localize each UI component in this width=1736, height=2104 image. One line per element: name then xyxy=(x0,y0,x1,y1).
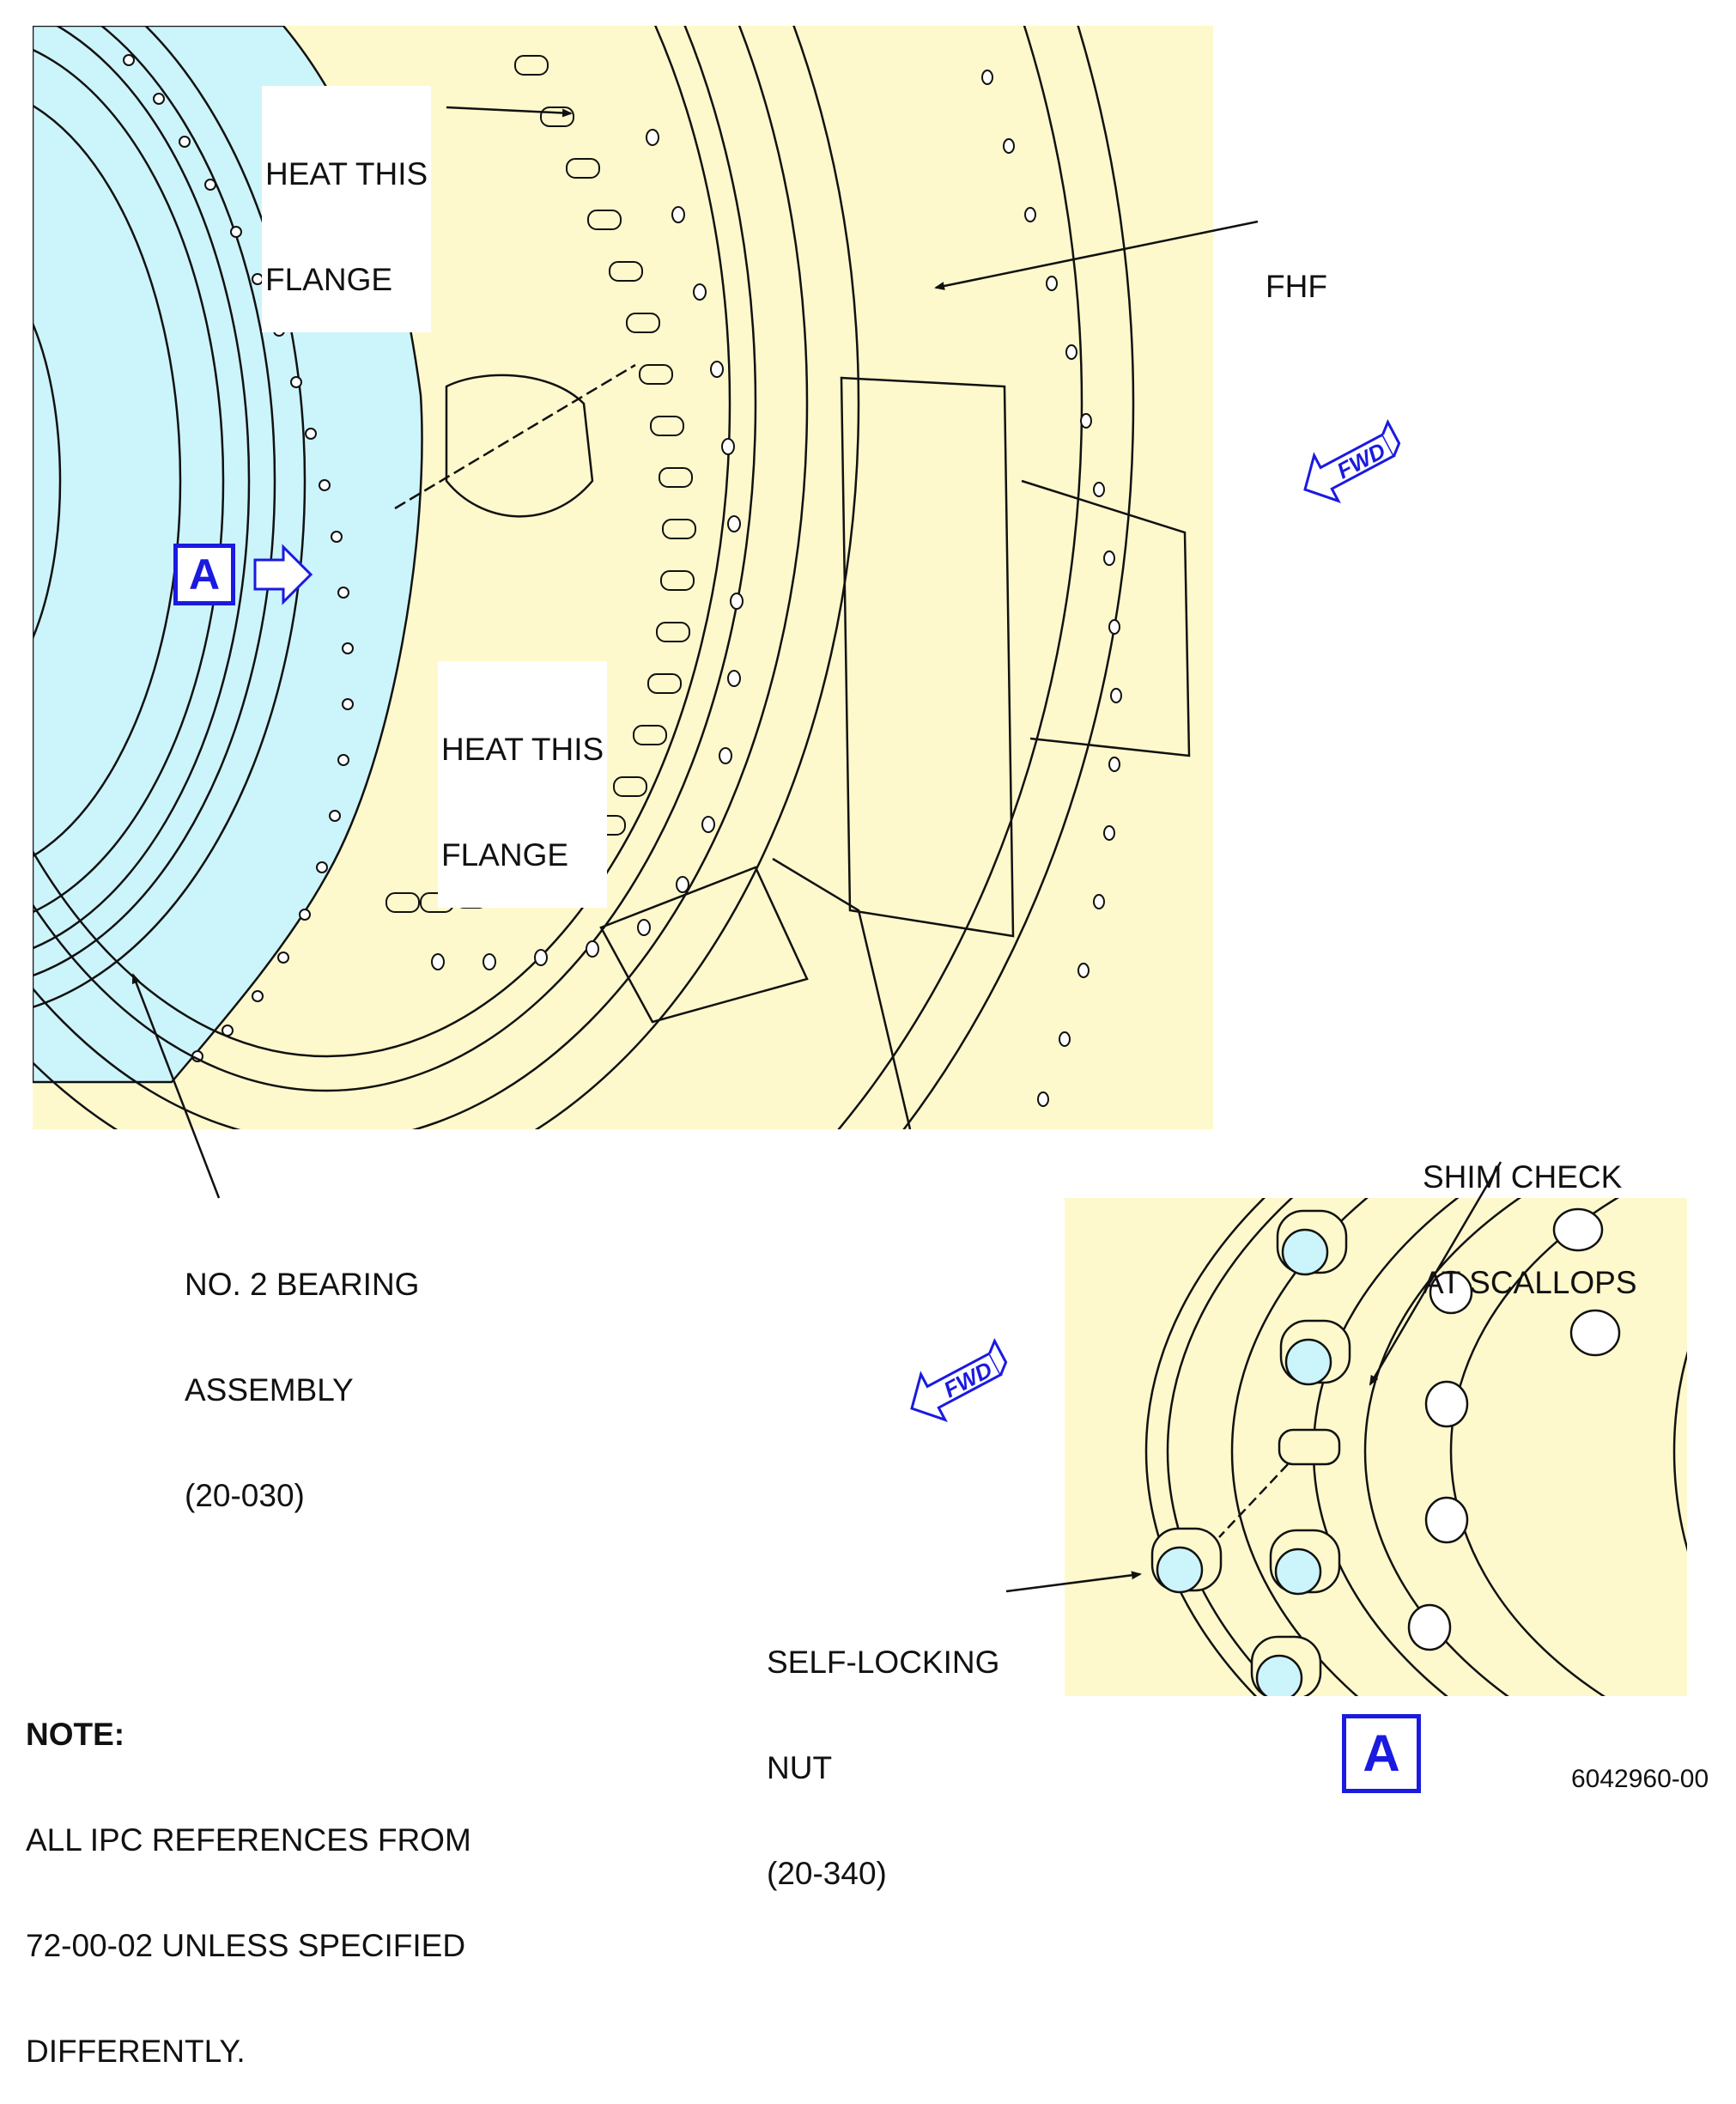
view-marker-a-main-letter: A xyxy=(188,550,221,599)
note-line3: DIFFERENTLY. xyxy=(26,2034,246,2069)
view-marker-a-detail-letter: A xyxy=(1363,1724,1400,1782)
label-self-locking-nut: SELF-LOCKING NUT (20-340) xyxy=(767,1574,999,1926)
document-number: 6042960-00 xyxy=(1571,1765,1709,1793)
label-bearing-assembly: NO. 2 BEARING ASSEMBLY (20-030) xyxy=(185,1196,419,1548)
label-nut-line2: NUT xyxy=(767,1750,833,1785)
label-heat-flange-mid-line2: FLANGE xyxy=(441,837,569,873)
label-nut-line1: SELF-LOCKING xyxy=(767,1645,1000,1680)
bearing-flange-holes xyxy=(123,54,354,1062)
detail-view-a xyxy=(1005,1161,1687,1696)
label-bearing-line1: NO. 2 BEARING xyxy=(185,1267,420,1302)
label-heat-flange-top-line2: FLANGE xyxy=(265,262,393,297)
view-marker-a-main: A xyxy=(173,544,235,605)
fwd-arrow-detail: FWD xyxy=(910,1338,1008,1422)
detail-leaders xyxy=(1005,1161,1502,1593)
detail-holes xyxy=(1407,1207,1621,1651)
view-a-arrow xyxy=(253,544,313,605)
label-fhf-text: FHF xyxy=(1266,269,1327,304)
case-holes xyxy=(431,70,1122,1107)
label-fhf: FHF xyxy=(1266,198,1327,339)
view-marker-a-detail: A xyxy=(1342,1714,1421,1793)
note-line1: ALL IPC REFERENCES FROM xyxy=(26,1822,471,1858)
self-locking-nuts xyxy=(1150,1209,1351,1696)
label-heat-flange-top: HEAT THIS FLANGE xyxy=(262,86,432,332)
label-nut-line3: (20-340) xyxy=(767,1856,887,1891)
label-shim-check: SHIM CHECK AT SCALLOPS xyxy=(1423,1089,1637,1335)
label-heat-flange-mid-line1: HEAT THIS xyxy=(441,732,604,767)
label-bearing-line3: (20-030) xyxy=(185,1478,305,1513)
fwd-arrow-main: FWD xyxy=(1303,419,1401,503)
label-bearing-line2: ASSEMBLY xyxy=(185,1372,354,1408)
label-shim-check-line1: SHIM CHECK xyxy=(1423,1159,1623,1195)
label-heat-flange-mid: HEAT THIS FLANGE xyxy=(438,661,608,908)
label-shim-check-line2: AT SCALLOPS xyxy=(1423,1265,1637,1300)
note-block: NOTE: ALL IPC REFERENCES FROM 72-00-02 U… xyxy=(26,1646,471,2104)
note-line2: 72-00-02 UNLESS SPECIFIED xyxy=(26,1928,466,1963)
label-heat-flange-top-line1: HEAT THIS xyxy=(265,156,428,192)
note-title: NOTE: xyxy=(26,1717,125,1752)
bare-stud xyxy=(1278,1428,1341,1466)
